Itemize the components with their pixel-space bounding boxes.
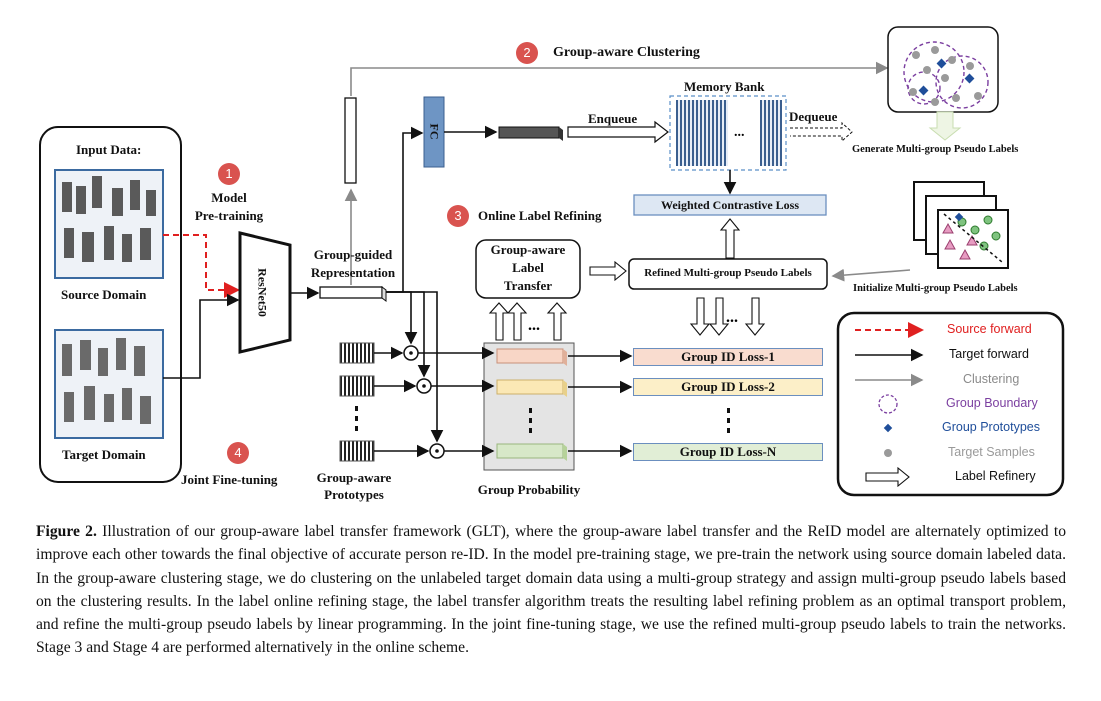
group-guided-representation-bar — [319, 286, 383, 299]
stage4-badge: 4 — [227, 442, 249, 464]
clustering-path — [350, 61, 889, 96]
framework-figure: ... — [39, 26, 1065, 502]
fc-label: FC — [427, 123, 442, 140]
refinery-up-arrow — [719, 218, 741, 259]
enqueue-arrow — [567, 120, 669, 144]
clustering-result — [887, 26, 999, 113]
diagram-graphics: ... — [39, 26, 1065, 497]
legend-group-boundary: Group Boundary — [946, 396, 1038, 410]
legend-group-prototypes: Group Prototypes — [942, 420, 1040, 434]
source-domain-label: Source Domain — [61, 287, 147, 302]
svg-text:...: ... — [726, 309, 738, 326]
transfer-to-refined-arrow — [589, 260, 627, 282]
pseudo-label-cards — [913, 181, 1009, 269]
prototypes-label-line2: Prototypes — [324, 487, 384, 502]
svg-text:...: ... — [734, 125, 745, 140]
stage4-label: Joint Fine-tuning — [181, 472, 278, 487]
group-prototypes-stacks — [339, 342, 375, 462]
stage2-label: Group-aware Clustering — [553, 45, 700, 60]
transfer-up-arrows — [488, 302, 568, 341]
caption-text: Illustration of our group-aware label tr… — [36, 523, 1066, 657]
transfer-label-line2: Label — [512, 260, 544, 275]
legend-target-samples: Target Samples — [948, 445, 1035, 459]
generate-labels-label: Generate Multi-group Pseudo Labels — [852, 144, 1019, 155]
resnet50-backbone — [238, 231, 292, 354]
legend-sample-icon — [884, 449, 892, 457]
figure-caption: Figure 2. Illustration of our group-awar… — [36, 520, 1066, 660]
representation-label-line2: Representation — [310, 265, 396, 280]
vertical-feature-bar — [344, 97, 357, 184]
svg-text:...: ... — [528, 317, 540, 334]
stage3-badge: 3 — [447, 205, 469, 227]
legend-prototype-icon — [883, 423, 893, 433]
legend-clustering: Clustering — [963, 372, 1020, 386]
refined-labels-box — [628, 258, 828, 290]
enqueue-label: Enqueue — [588, 111, 638, 126]
stage1-label-line1: Model — [211, 190, 247, 205]
target-person-crops — [62, 338, 151, 424]
legend-source-forward: Source forward — [947, 322, 1032, 336]
weighted-loss-box — [633, 194, 827, 216]
caption-label: Figure 2. — [36, 523, 97, 540]
legend-target-forward: Target forward — [949, 347, 1029, 361]
refined-down-arrows — [689, 297, 766, 336]
legend-group-boundary-icon — [878, 394, 898, 414]
representation-label-line1: Group-guided — [313, 247, 393, 262]
source-person-crops — [62, 176, 156, 262]
input-data-label: Input Data: — [76, 142, 142, 157]
weighted-loss-label: Weighted Contrastive Loss — [661, 198, 799, 212]
transfer-label-line1: Group-aware — [490, 242, 566, 257]
group-id-loss-1: Group ID Loss-1 — [633, 348, 823, 366]
resnet50-label: ResNet50 — [255, 268, 270, 317]
target-domain-label: Target Domain — [62, 447, 146, 462]
group-probability-label: Group Probability — [477, 482, 581, 497]
dequeue-label: Dequeue — [789, 109, 838, 124]
group-id-loss-n: Group ID Loss-N — [633, 443, 823, 461]
refined-labels-label: Refined Multi-group Pseudo Labels — [644, 267, 812, 279]
memory-bank-label: Memory Bank — [684, 79, 765, 94]
stage1-label-line2: Pre-training — [194, 208, 264, 223]
memory-bank — [669, 95, 787, 171]
label-transfer-box — [475, 239, 581, 299]
fc-feature-bar — [498, 126, 560, 139]
initialize-labels-label: Initialize Multi-group Pseudo Labels — [853, 283, 1018, 294]
transfer-label-line3: Transfer — [503, 278, 553, 293]
source-forward-path — [163, 234, 240, 298]
legend-refinery-icon — [865, 466, 910, 488]
stage3-label: Online Label Refining — [478, 208, 602, 223]
stage1-badge: 1 — [218, 163, 240, 185]
stage2-badge: 2 — [516, 42, 538, 64]
group-id-loss-2: Group ID Loss-2 — [633, 378, 823, 396]
legend-panel — [836, 311, 1065, 497]
dequeue-arrow — [790, 121, 853, 143]
prototypes-label-line1: Group-aware — [316, 470, 392, 485]
legend-label-refinery: Label Refinery — [955, 469, 1036, 483]
target-forward-path — [163, 293, 240, 379]
